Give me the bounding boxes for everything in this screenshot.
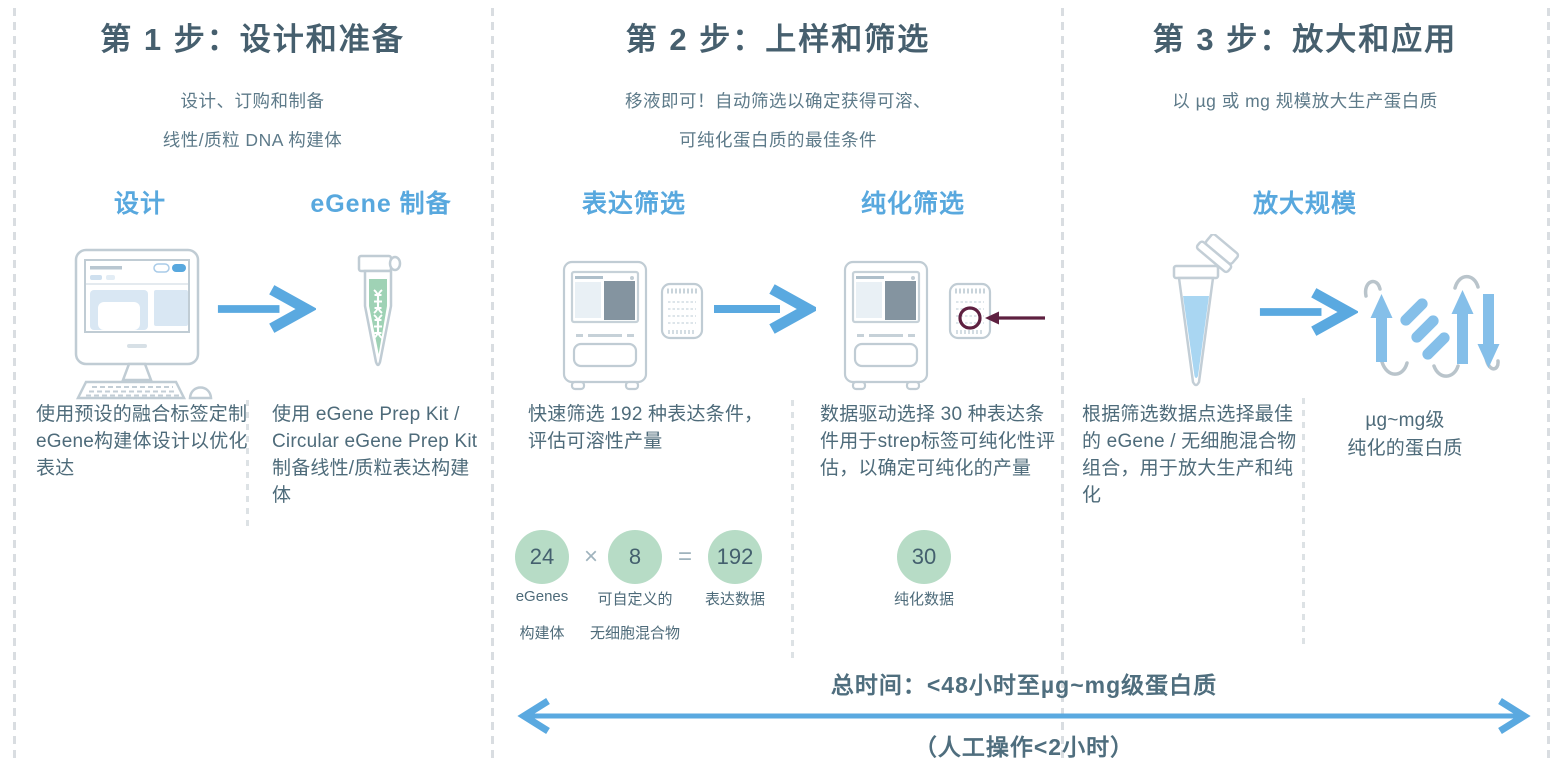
expression-data-badge: 192 bbox=[708, 530, 762, 584]
egenes-label-line1: eGenes bbox=[515, 588, 569, 605]
step3-output-line1: µg~mg级 bbox=[1365, 410, 1445, 431]
step2-expression-screen-label: 表达筛选 bbox=[581, 190, 686, 218]
step3-inner-divider bbox=[1302, 398, 1305, 648]
step3-output-line2: 纯化的蛋白质 bbox=[1347, 438, 1463, 459]
purification-data-badge: 30 bbox=[897, 530, 951, 584]
step2-subtitle-line2: 可纯化蛋白质的最佳条件 bbox=[679, 130, 877, 150]
step1-prep-description: 使用 eGene Prep Kit / Circular eGene Prep … bbox=[272, 404, 478, 506]
step1-substep-design-label: 设计 bbox=[113, 190, 166, 218]
computer-icon bbox=[74, 248, 213, 400]
purification-data-label: 纯化数据 bbox=[893, 591, 954, 608]
step2-purification-screen-label: 纯化筛选 bbox=[860, 190, 965, 218]
step1-title: 第 1 步：设计和准备 bbox=[100, 22, 405, 57]
arrow-right-icon bbox=[1259, 288, 1358, 336]
step2-expression-description: 快速筛选 192 种表达条件，评估可溶性产量 bbox=[528, 404, 764, 452]
equals-symbol: = bbox=[677, 543, 692, 570]
step2-inner-divider bbox=[791, 400, 794, 662]
step1-inner-divider bbox=[246, 400, 249, 528]
step1-design-description: 使用预设的融合标签定制eGene构建体设计以优化表达 bbox=[36, 404, 248, 479]
mixes-label-line1: 可自定义的 bbox=[597, 591, 673, 608]
screening-instrument-icon bbox=[562, 260, 648, 391]
microplate-icon bbox=[948, 282, 992, 340]
egenes-count-badge: 24 bbox=[515, 530, 569, 584]
manual-time-text: （人工操作<2小时） bbox=[913, 734, 1135, 760]
step2-title: 第 2 步：上样和筛选 bbox=[625, 22, 931, 57]
step3-scaleup-description: 根据筛选数据点选择最佳的 eGene / 无细胞混合物组合，用于放大生产和纯化 bbox=[1082, 404, 1297, 506]
left-edge-divider bbox=[13, 8, 16, 764]
step3-scaleup-label: 放大规模 bbox=[1252, 190, 1357, 218]
step1-substep-egene-prep-label: eGene 制备 bbox=[310, 190, 452, 218]
microplate-icon bbox=[660, 282, 704, 340]
multiply-symbol: × bbox=[583, 543, 598, 570]
highlight-circle-icon bbox=[958, 306, 1045, 330]
arrow-right-icon bbox=[217, 285, 316, 333]
arrow-right-icon bbox=[714, 284, 816, 334]
step2-purification-description: 数据驱动选择 30 种表达条件用于strep标签可纯化性评估，以确定可纯化的产量 bbox=[820, 404, 1056, 479]
step1-subtitle-line2: 线性/质粒 DNA 构建体 bbox=[162, 130, 343, 150]
screening-instrument-icon bbox=[843, 260, 929, 391]
open-tube-icon bbox=[1172, 234, 1240, 387]
mixes-count-badge: 8 bbox=[608, 530, 662, 584]
step1-subtitle-line1: 设计、订购和制备 bbox=[180, 91, 325, 111]
total-time-text: 总时间：<48小时至µg~mg级蛋白质 bbox=[830, 672, 1218, 698]
column-divider-1 bbox=[491, 8, 494, 764]
tube-dna-icon bbox=[357, 254, 402, 367]
column-divider-2 bbox=[1061, 8, 1064, 764]
step3-subtitle-line1: 以 µg 或 mg 规模放大生产蛋白质 bbox=[1172, 91, 1438, 111]
right-edge-divider bbox=[1547, 8, 1550, 764]
mixes-label-line2: 无细胞混合物 bbox=[589, 625, 680, 642]
expression-data-label: 表达数据 bbox=[704, 591, 765, 608]
step3-title: 第 3 步：放大和应用 bbox=[1152, 22, 1458, 57]
protein-structure-icon bbox=[1363, 274, 1500, 378]
egenes-label-line2: 构建体 bbox=[519, 625, 565, 642]
double-arrow-icon bbox=[517, 698, 1531, 734]
step2-subtitle-line1: 移液即可！自动筛选以确定获得可溶、 bbox=[625, 91, 931, 111]
